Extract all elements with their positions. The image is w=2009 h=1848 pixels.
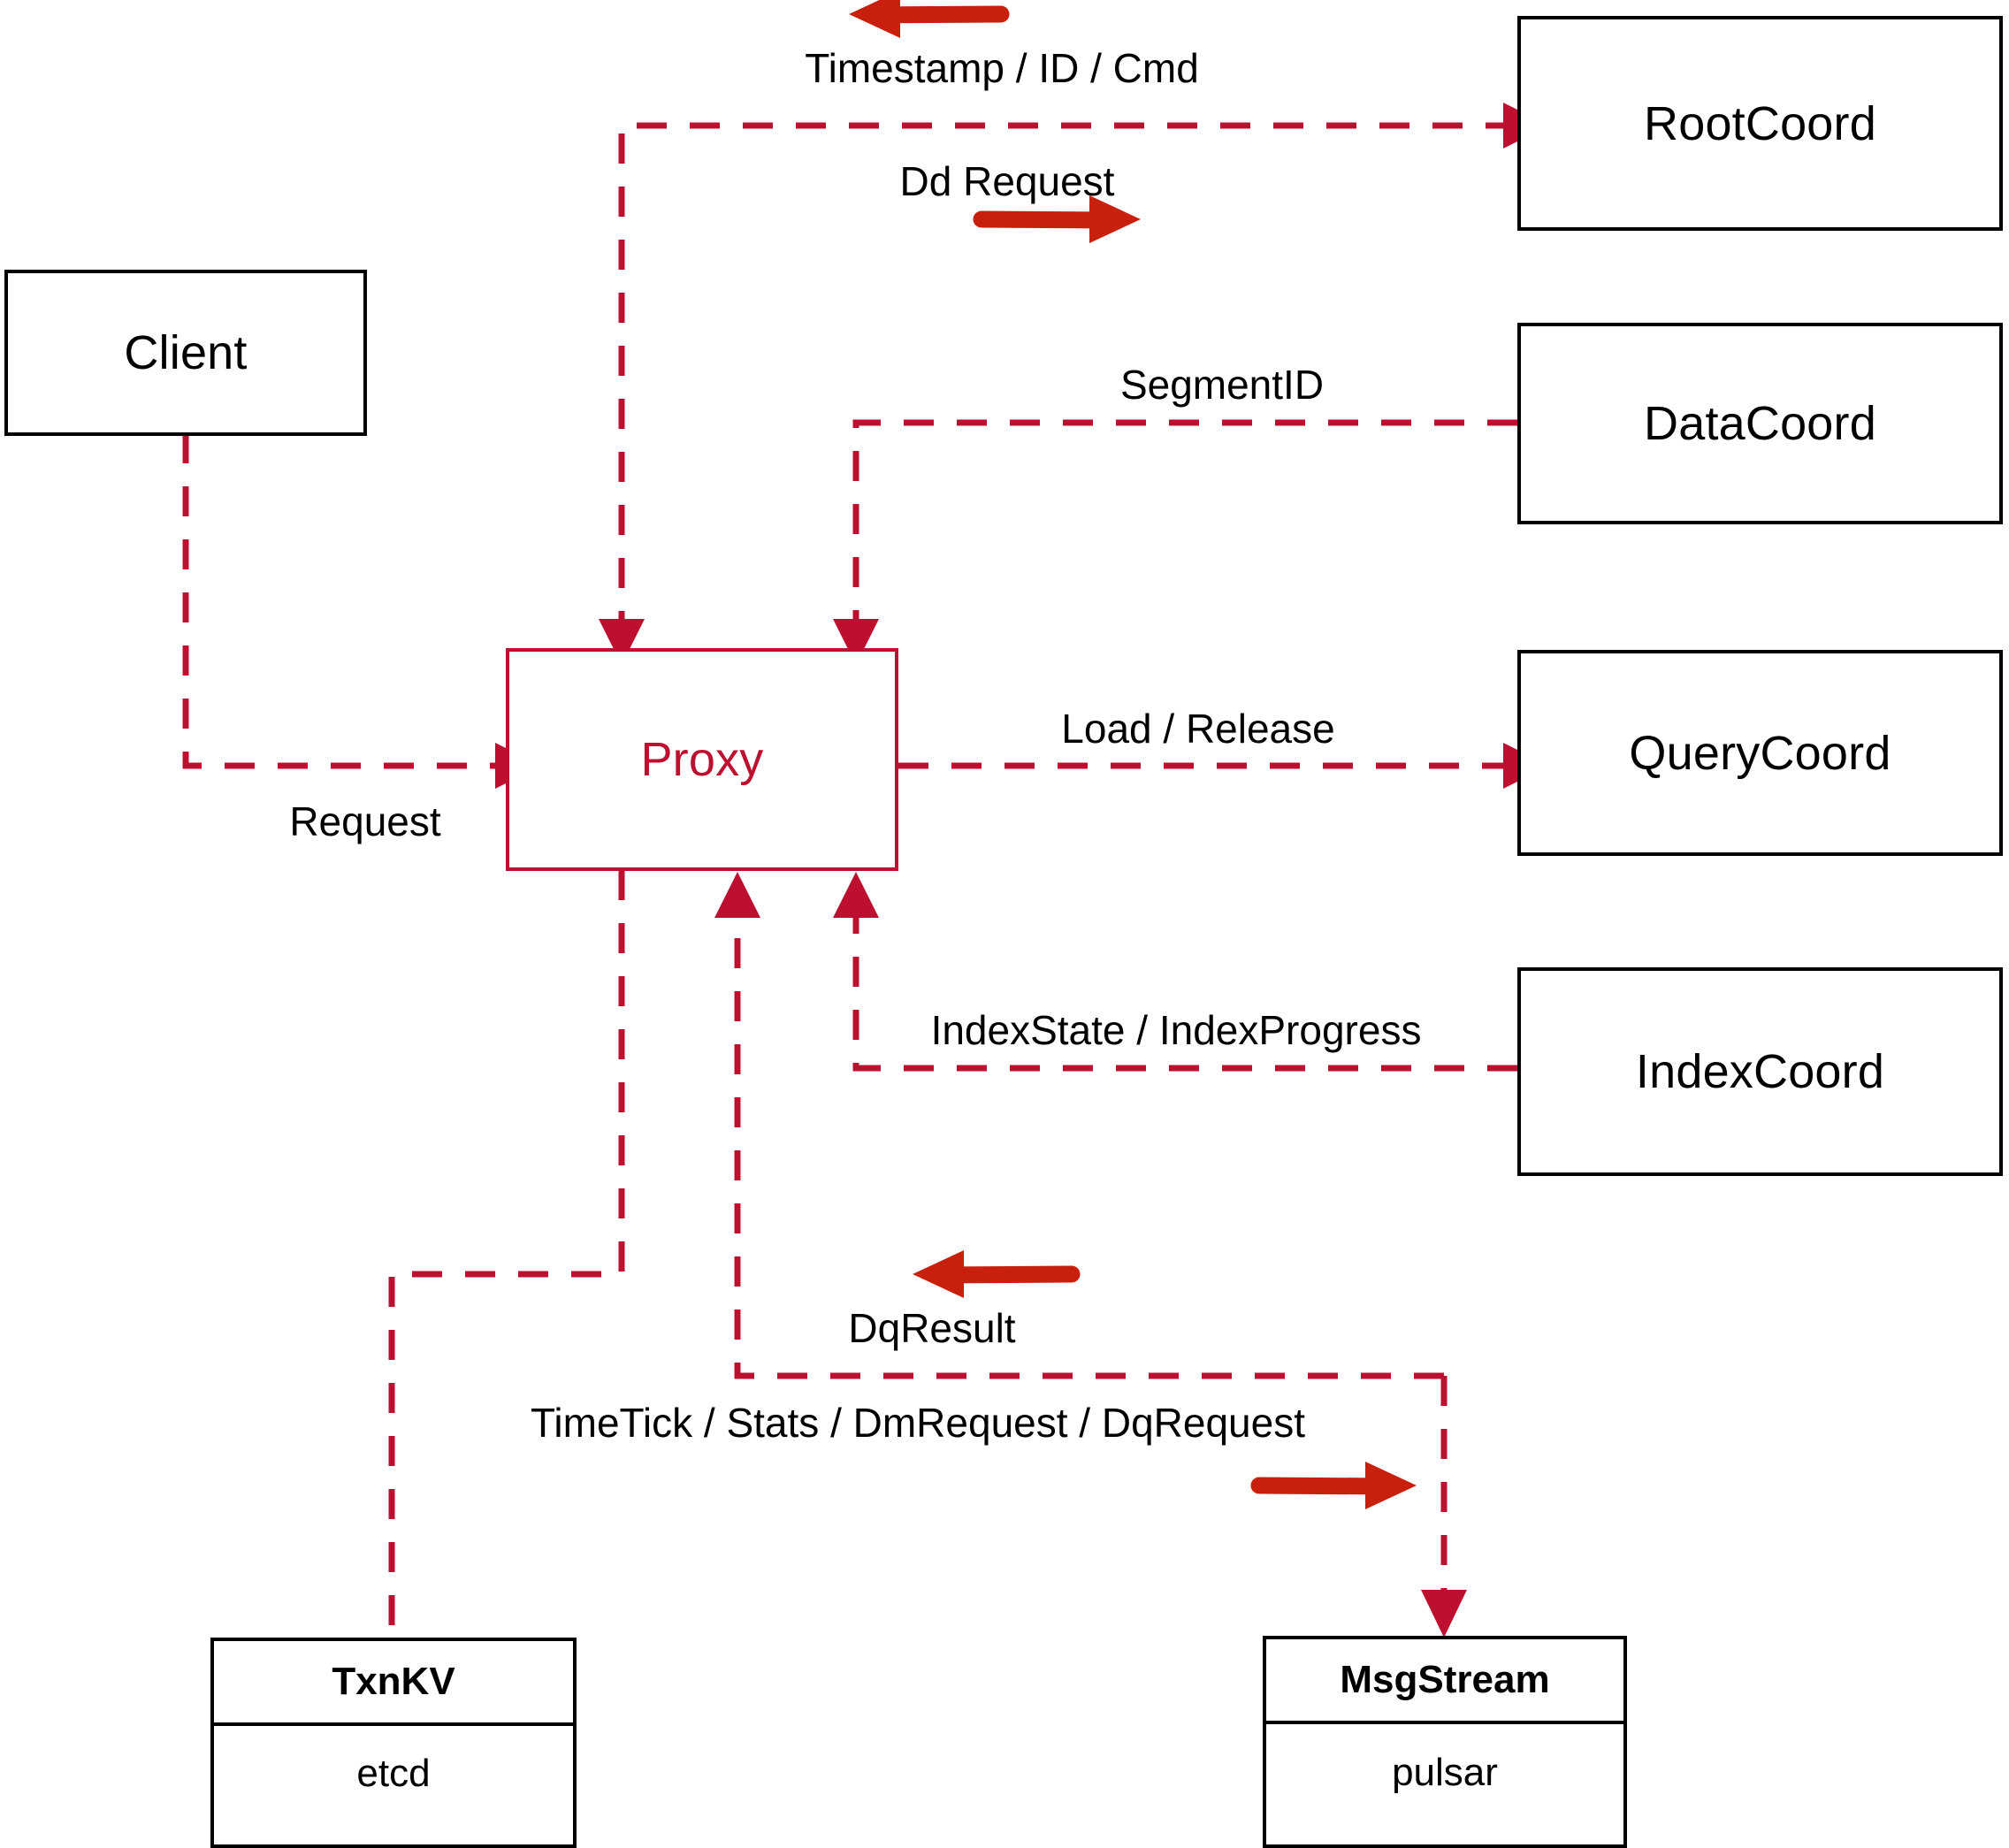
- arrow-down-icon: [599, 619, 645, 665]
- node-txnkv[interactable]: TxnKV etcd: [210, 1638, 577, 1848]
- edge-label-timestamp-id-cmd: Timestamp / ID / Cmd: [805, 45, 1199, 91]
- edge-label-indexstate-indexprogress: IndexState / IndexProgress: [930, 1007, 1422, 1053]
- node-txnkv-body: etcd: [356, 1752, 431, 1795]
- edge-indexcoord-to-proxy: [852, 878, 1517, 1072]
- edge-label-request: Request: [289, 798, 441, 844]
- node-txnkv-header: TxnKV: [214, 1641, 573, 1726]
- node-msgstream[interactable]: MsgStream pulsar: [1263, 1636, 1627, 1848]
- node-datacoord[interactable]: DataCoord: [1517, 323, 2003, 524]
- direction-arrow-timestamp: [849, 0, 1010, 38]
- node-proxy[interactable]: Proxy: [506, 648, 898, 871]
- direction-arrow-dd-request: [973, 195, 1141, 243]
- edge-label-dd-request: Dd Request: [899, 158, 1115, 204]
- node-msgstream-header: MsgStream: [1266, 1639, 1623, 1724]
- node-proxy-label: Proxy: [640, 733, 764, 786]
- direction-arrows: [849, 0, 1417, 1509]
- edge-proxy-to-rootcoord: [618, 122, 1503, 641]
- node-indexcoord[interactable]: IndexCoord: [1517, 967, 2003, 1176]
- node-client[interactable]: Client: [4, 270, 367, 436]
- node-indexcoord-label: IndexCoord: [1635, 1045, 1885, 1098]
- arrow-down-icon: [833, 619, 879, 665]
- node-datacoord-label: DataCoord: [1644, 397, 1876, 450]
- node-msgstream-body: pulsar: [1392, 1751, 1498, 1794]
- direction-arrow-dq-result: [913, 1250, 1081, 1298]
- edge-client-to-proxy: [182, 433, 495, 769]
- node-rootcoord[interactable]: RootCoord: [1517, 16, 2003, 231]
- direction-arrow-timetick: [1250, 1462, 1417, 1509]
- arrow-down-icon: [1421, 1590, 1467, 1638]
- edge-label-dq-result: DqResult: [848, 1305, 1016, 1351]
- edge-datacoord-to-proxy: [852, 419, 1517, 641]
- arrow-up-icon: [833, 872, 879, 918]
- node-querycoord-label: QueryCoord: [1629, 726, 1891, 780]
- node-client-label: Client: [124, 326, 248, 379]
- arrow-up-icon: [714, 872, 760, 918]
- node-rootcoord-label: RootCoord: [1644, 96, 1876, 150]
- edge-label-load-release: Load / Release: [1061, 706, 1335, 752]
- edge-label-segment-id: SegmentID: [1119, 362, 1325, 408]
- edge-msgstream-to-proxy: [734, 878, 1444, 1379]
- edge-proxy-to-txnkv: [388, 870, 625, 1641]
- node-querycoord[interactable]: QueryCoord: [1517, 650, 2003, 856]
- edge-label-timetick-stats: TimeTick / Stats / DmRequest / DqRequest: [531, 1400, 1305, 1446]
